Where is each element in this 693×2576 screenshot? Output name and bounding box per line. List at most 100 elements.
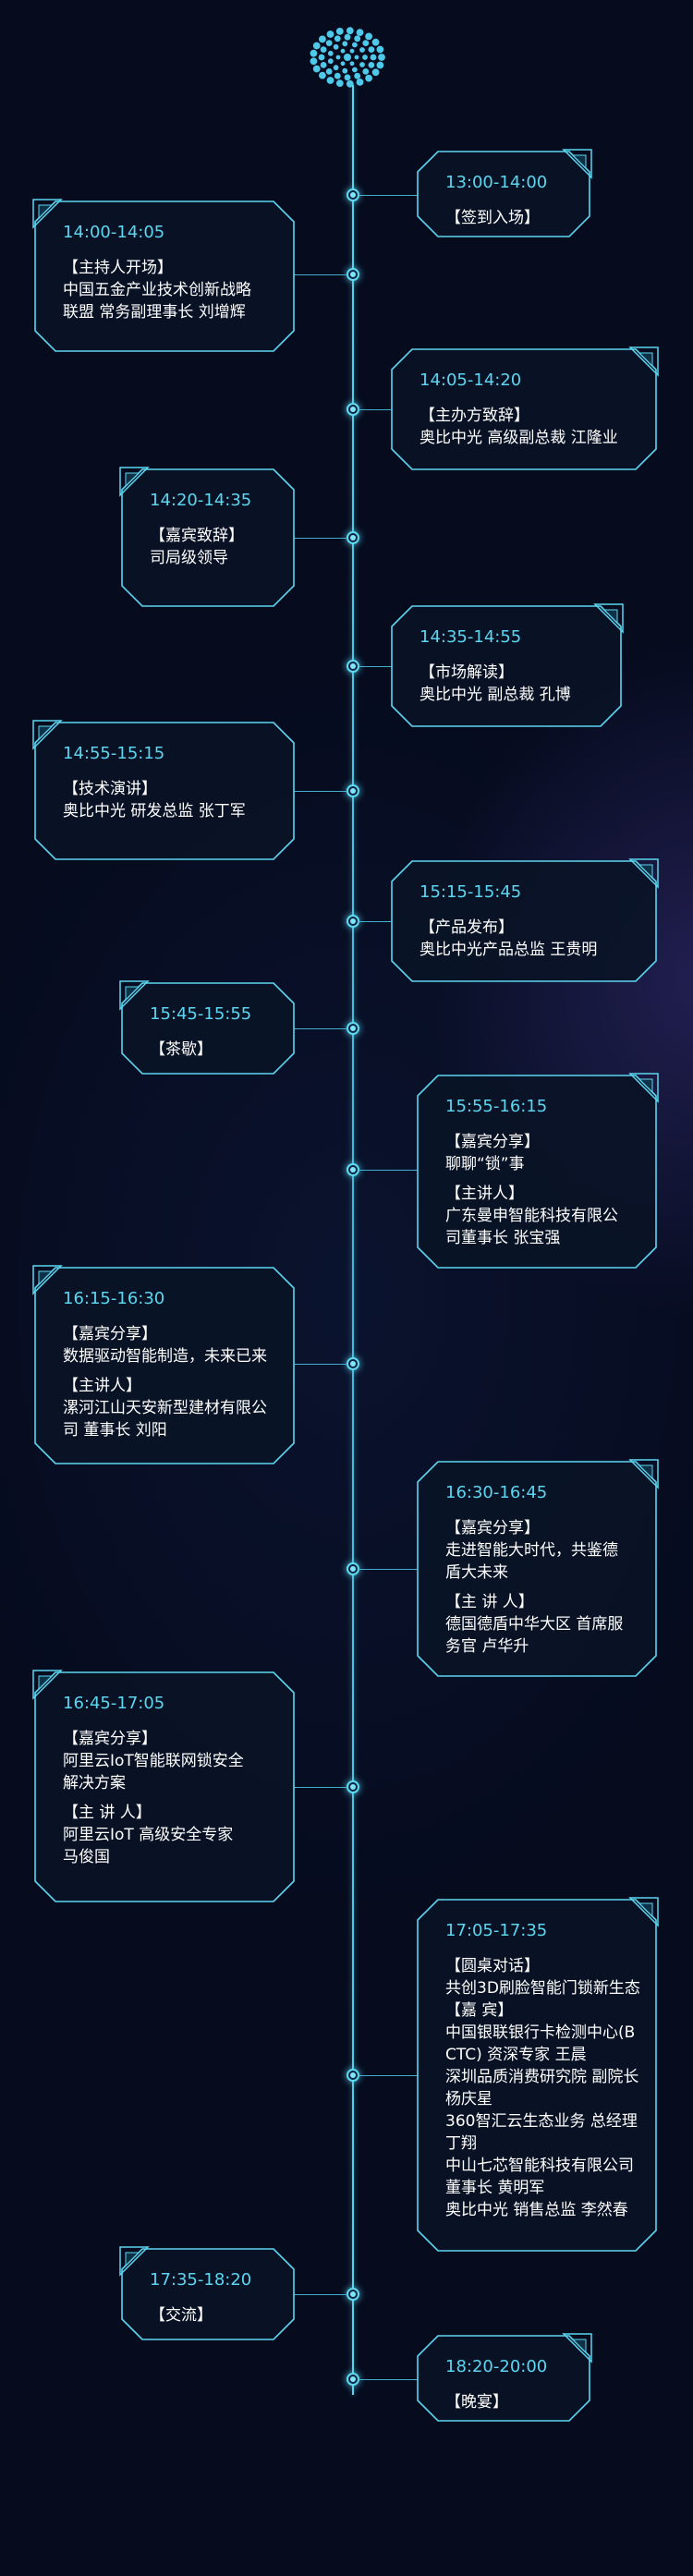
timeline-connector [359, 409, 392, 410]
agenda-text-line: 360智汇云生态业务 总经理 [445, 2112, 638, 2131]
card-content: 14:00-14:05【主持人开场】中国五金产业技术创新战略联盟 常务副理事长 … [35, 201, 294, 351]
agenda-text-line: 【主讲人】 [445, 1185, 524, 1203]
agenda-text-line: 务官 卢华升 [445, 1637, 529, 1656]
timeline-connector [294, 274, 347, 275]
timeline-node [346, 188, 359, 201]
agenda-text-line: 数据驱动智能制造，未来已来 [63, 1347, 267, 1366]
card-frame [391, 346, 659, 470]
line-gap [63, 1794, 274, 1802]
timeline-connector [294, 1787, 347, 1788]
card-frame [417, 2333, 592, 2422]
card-content: 17:35-18:20 【交流】 [122, 2249, 294, 2339]
agenda-card: 14:00-14:05【主持人开场】中国五金产业技术创新战略联盟 常务副理事长 … [32, 199, 295, 352]
timeline-node [346, 1163, 359, 1176]
card-frame [417, 149, 592, 237]
agenda-text-line: 【嘉宾分享】 [63, 1730, 157, 1748]
agenda-card: 14:55-15:15【技术演讲】奥比中光 研发总监 张丁军 [32, 720, 295, 860]
timeline-node [346, 2373, 359, 2386]
card-content: 15:55-16:15【嘉宾分享】聊聊“锁”事【主讲人】广东曼申智能科技有限公司… [418, 1075, 656, 1268]
time-slot: 14:35-14:55 [419, 627, 522, 647]
timeline-node [346, 1562, 359, 1575]
card-content: 14:05-14:20【主办方致辞】奥比中光 高级副总裁 江隆业 [392, 349, 656, 469]
agenda-text-line: 【市场解读】 [419, 663, 514, 682]
timeline-node [346, 1022, 359, 1035]
agenda-text-line: 司董事长 张宝强 [445, 1229, 561, 1247]
agenda-text-line: 中国银联银行卡检测中心(B [445, 2023, 636, 2042]
agenda-text-line: 中山七芯智能科技有限公司 [445, 2157, 634, 2175]
agenda-text-line: 奥比中光 高级副总裁 江隆业 [419, 429, 618, 447]
line-gap [445, 1175, 636, 1183]
agenda-text-line: 【主 讲 人】 [445, 1593, 534, 1611]
timeline-axis [352, 85, 354, 2395]
agenda-card: 14:05-14:20【主办方致辞】奥比中光 高级副总裁 江隆业 [391, 346, 659, 470]
timeline-connector [359, 1170, 418, 1171]
timeline-node [346, 268, 359, 281]
agenda-text-line: 【签到入场】 [445, 209, 540, 227]
agenda-text-line: 【嘉宾分享】 [63, 1325, 157, 1343]
agenda-text-line: 【嘉 宾】 [445, 2001, 514, 2020]
timeline-node [346, 784, 359, 797]
agenda-text-line: 司局级领导 [150, 549, 228, 567]
card-frame [32, 199, 295, 352]
time-slot: 17:05-17:35 [445, 1921, 548, 1940]
time-slot: 14:55-15:15 [63, 744, 165, 763]
timeline-node [346, 2069, 359, 2082]
card-content: 14:55-15:15【技术演讲】奥比中光 研发总监 张丁军 [35, 723, 294, 859]
agenda-text-line: 杨庆星 [445, 2090, 492, 2108]
agenda-text-line: 【主 讲 人】 [63, 1804, 152, 1822]
agenda-text-line: 奥比中光产品总监 王贵明 [419, 941, 598, 959]
time-slot: 17:35-18:20 [150, 2270, 252, 2290]
timeline-connector [294, 1028, 347, 1029]
agenda-text-line: 聊聊“锁”事 [445, 1155, 525, 1173]
agenda-card: 14:35-14:55【市场解读】奥比中光 副总裁 孔博 [391, 603, 624, 727]
timeline-node [346, 1357, 359, 1370]
agenda-text-line: 【主持人开场】 [63, 259, 173, 277]
agenda-text-line: 德国德盾中华大区 首席服 [445, 1615, 624, 1634]
agenda-text-line: 【嘉宾致辞】 [150, 527, 244, 545]
agenda-text-line: 盾大未来 [445, 1563, 508, 1582]
card-frame [119, 980, 295, 1075]
agenda-card: 15:45-15:55【茶歇】 [119, 980, 295, 1075]
timeline-connector [294, 2294, 347, 2295]
card-frame [417, 1459, 659, 1677]
time-slot: 15:15-15:45 [419, 882, 522, 902]
card-content: 17:05-17:35【圆桌对话】共创3D刷脸智能门锁新生态【嘉 宾】中国银联银… [418, 1900, 656, 2251]
timeline-connector [294, 791, 347, 792]
agenda-text-line: 马俊国 [63, 1848, 110, 1866]
agenda-card: 17:35-18:20 【交流】 [119, 2246, 295, 2340]
agenda-text-line: 【圆桌对话】 [445, 1957, 540, 1975]
card-frame [391, 603, 624, 727]
timeline-connector [359, 2075, 418, 2076]
timeline-node [346, 531, 359, 544]
card-content: 16:30-16:45 【嘉宾分享】走进智能大时代，共鉴德盾大未来【主 讲 人】德… [418, 1462, 656, 1676]
timeline-connector [359, 666, 392, 667]
time-slot: 16:30-16:45 [445, 1483, 548, 1502]
agenda-text-line: 【产品发布】 [419, 918, 514, 937]
agenda-text-line: 【交流】 [150, 2306, 213, 2325]
agenda-card: 15:55-16:15【嘉宾分享】聊聊“锁”事【主讲人】广东曼申智能科技有限公司… [417, 1073, 659, 1269]
time-slot: 14:20-14:35 [150, 491, 252, 510]
agenda-card: 15:15-15:45 【产品发布】奥比中光产品总监 王贵明 [391, 858, 659, 982]
agenda-text-line: 中国五金产业技术创新战略 [63, 281, 251, 299]
card-frame [417, 1897, 659, 2252]
agenda-text-line: 董事长 黄明军 [445, 2179, 545, 2197]
agenda-text-line: 阿里云IoT智能联网锁安全 [63, 1752, 244, 1770]
agenda-text-line: 走进智能大时代，共鉴德 [445, 1541, 618, 1560]
card-frame [417, 1073, 659, 1269]
card-content: 16:45-17:05【嘉宾分享】阿里云IoT智能联网锁安全解决方案【主 讲 人… [35, 1672, 294, 1902]
card-frame [119, 467, 295, 607]
card-content: 16:15-16:30【嘉宾分享】数据驱动智能制造，未来已来【主讲人】漯河江山天… [35, 1268, 294, 1464]
agenda-text-line: 联盟 常务副理事长 刘增辉 [63, 303, 246, 322]
card-frame [119, 2246, 295, 2340]
card-frame [32, 1265, 295, 1464]
timeline-node [346, 915, 359, 928]
agenda-text-line: 司 董事长 刘阳 [63, 1421, 167, 1440]
agenda-card: 16:30-16:45 【嘉宾分享】走进智能大时代，共鉴德盾大未来【主 讲 人】德… [417, 1459, 659, 1677]
card-content: 14:35-14:55【市场解读】奥比中光 副总裁 孔博 [392, 606, 621, 726]
agenda-text-line: 解决方案 [63, 1774, 126, 1792]
agenda-text-line: 【嘉宾分享】 [445, 1519, 540, 1537]
agenda-card: 17:05-17:35【圆桌对话】共创3D刷脸智能门锁新生态【嘉 宾】中国银联银… [417, 1897, 659, 2252]
agenda-text-line: 【晚宴】 [445, 2393, 508, 2412]
agenda-card: 18:20-20:00 【晚宴】 [417, 2333, 592, 2422]
time-slot: 18:20-20:00 [445, 2357, 548, 2376]
